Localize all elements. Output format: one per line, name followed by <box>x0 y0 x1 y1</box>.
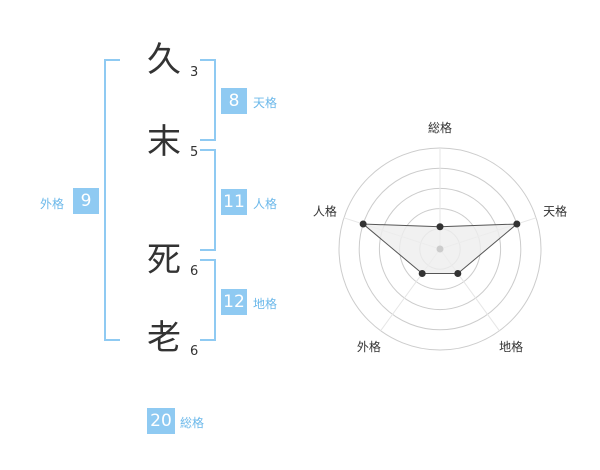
stroke-count-3: 6 <box>190 264 199 279</box>
gaikaku-label: 外格 <box>40 197 65 211</box>
gaikaku-bracket <box>104 59 120 341</box>
gaikaku-value: 9 <box>73 188 99 214</box>
radar-axis-label: 地格 <box>499 339 523 354</box>
jinkaku-value: 11 <box>221 189 247 215</box>
radar-point <box>513 220 521 228</box>
tenkaku-value: 8 <box>221 88 247 114</box>
stroke-count-1: 3 <box>190 65 199 80</box>
soukaku-value: 20 <box>147 408 175 434</box>
name-char-3: 死 <box>147 240 181 280</box>
radar-point <box>436 223 444 231</box>
jinkaku-label: 人格 <box>253 197 278 211</box>
jinkaku-bracket <box>200 149 216 251</box>
chikaku-bracket <box>200 259 216 341</box>
stroke-count-2: 5 <box>190 145 199 160</box>
radar-point <box>359 220 367 228</box>
radar-axis-label: 総格 <box>428 120 452 135</box>
radar-point <box>418 270 426 278</box>
name-char-4: 老 <box>147 318 181 358</box>
tenkaku-bracket <box>200 59 216 141</box>
radar-points <box>359 220 521 278</box>
radar-center-dot <box>436 245 444 253</box>
name-char-1: 久 <box>147 40 181 80</box>
stroke-count-4: 6 <box>190 344 199 359</box>
soukaku-label: 総格 <box>180 416 205 430</box>
name-char-2: 末 <box>147 122 181 162</box>
chikaku-label: 地格 <box>253 297 278 311</box>
radar-axis-label: 人格 <box>313 204 337 219</box>
radar-point <box>454 270 462 278</box>
tenkaku-label: 天格 <box>253 96 278 110</box>
radar-axis-label: 天格 <box>543 204 567 219</box>
chikaku-value: 12 <box>221 289 247 315</box>
radar-axis-label: 外格 <box>357 339 381 354</box>
